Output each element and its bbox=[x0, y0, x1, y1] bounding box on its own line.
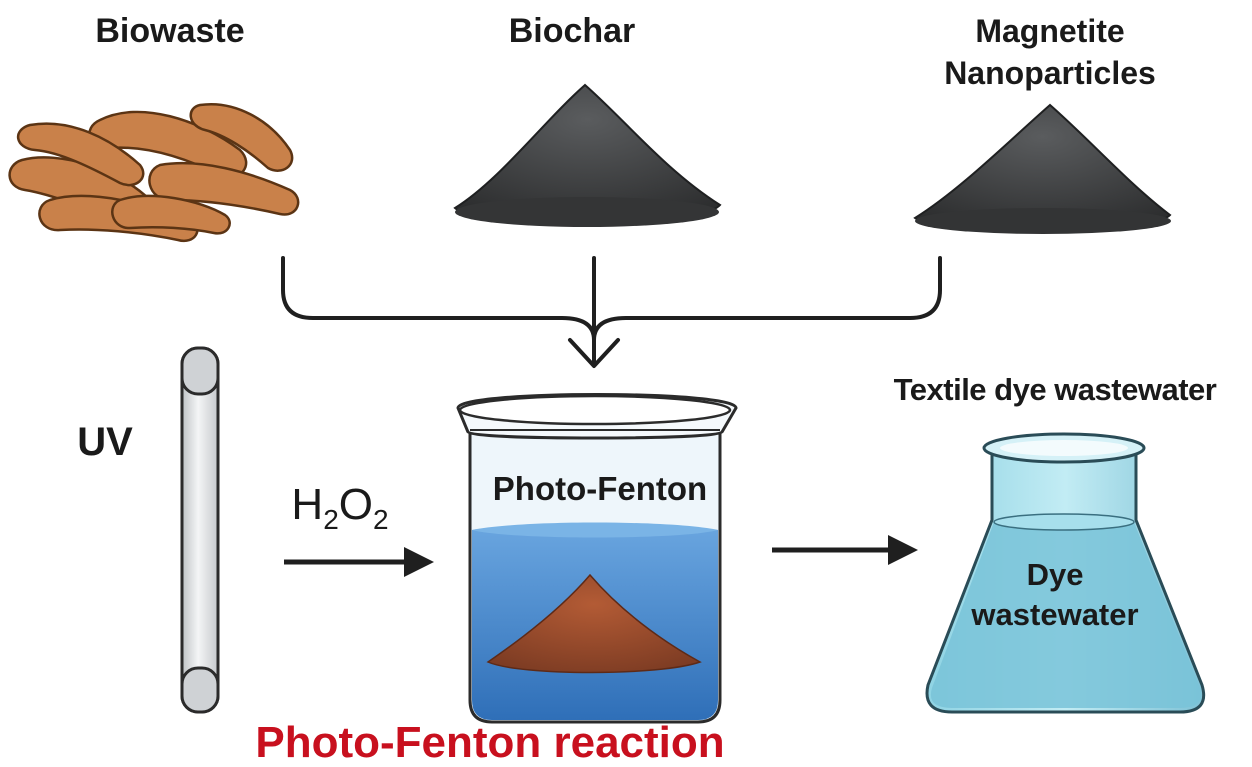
beaker-label: Photo-Fenton bbox=[492, 470, 708, 507]
uv-label: UV bbox=[77, 420, 133, 464]
biowaste-illustration bbox=[8, 102, 300, 243]
biochar-label: Biochar bbox=[508, 12, 636, 50]
uv-lamp-illustration bbox=[180, 346, 220, 714]
h2o2-h: H bbox=[291, 480, 324, 529]
merge-connector bbox=[281, 256, 942, 368]
h2o2-sub2: 2 bbox=[373, 504, 389, 535]
h2o2-label: H2O2 bbox=[270, 480, 410, 536]
h2o2-o: O bbox=[338, 480, 373, 529]
flask-illustration bbox=[925, 432, 1206, 714]
biochar-pile bbox=[453, 83, 722, 227]
reaction-caption: Photo-Fenton reaction bbox=[255, 718, 725, 767]
magnetite-label-line1: Magnetite bbox=[975, 13, 1125, 49]
dye-label: Dye wastewater bbox=[940, 555, 1170, 635]
textile-label: Textile dye wastewater bbox=[893, 372, 1217, 407]
beaker-illustration bbox=[456, 393, 738, 724]
dye-label-line1: Dye bbox=[1026, 557, 1084, 592]
magnetite-label: Magnetite Nanoparticles bbox=[890, 10, 1210, 94]
dye-label-line2: wastewater bbox=[971, 597, 1139, 632]
biowaste-label: Biowaste bbox=[95, 12, 245, 50]
h2o2-sub1: 2 bbox=[323, 504, 339, 535]
magnetite-pile bbox=[913, 103, 1172, 234]
magnetite-label-line2: Nanoparticles bbox=[944, 55, 1156, 91]
